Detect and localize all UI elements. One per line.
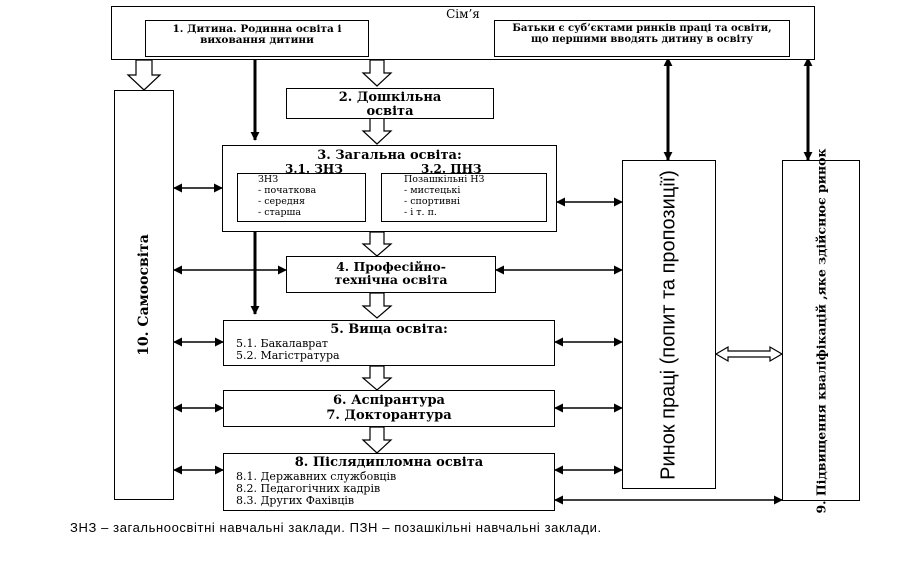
hollow-double-arrow-market-qualification <box>714 345 784 363</box>
self-education-box: 10. Самоосвіта <box>114 90 174 500</box>
labour-market-links <box>495 197 783 505</box>
postdiploma-item-2: 8.3. Других Фахівців <box>236 494 355 507</box>
general-education-title: 3. Загальна освіта: <box>317 148 462 163</box>
znz-item-3: - старша <box>258 207 302 218</box>
znz-item-1: - початкова <box>258 185 317 196</box>
labour-market-box: Ринок праці (попит та пропозиції) <box>622 160 716 489</box>
qualification-box: 9. Підвищення кваліфікацій ,яке здійснює… <box>782 148 860 513</box>
hollow-arrow-preschool-to-general <box>361 116 393 145</box>
child-upbringing-box: 1. Дитина. Родинна освіта і виховання ди… <box>145 20 369 57</box>
parents-label: Батьки є суб’єктами ринків праці та осві… <box>512 23 772 45</box>
vocational-label: 4. Професійно-технічна освіта <box>334 259 448 288</box>
postgraduate-line1: 6. Аспірантура <box>333 393 445 408</box>
znz-item-0: ЗНЗ <box>258 174 279 185</box>
preschool-label: 2. Дошкільна освіта <box>338 90 442 119</box>
znz-item-2: - середня <box>258 196 306 207</box>
pnz-box: Позашкільні НЗ - мистецькі - спортивні -… <box>381 173 547 222</box>
caption: ЗНЗ – загальноосвітні навчальні заклади.… <box>70 520 602 535</box>
higher-item-1: 5.2. Магістратура <box>236 349 340 362</box>
labour-market-label: Ринок праці (попит та пропозиції) <box>657 169 680 480</box>
postdiploma-box: 8. Післядипломна освіта 8.1. Державних с… <box>223 453 555 511</box>
pnz-item-2: - спортивні <box>404 196 460 207</box>
child-upbringing-label: 1. Дитина. Родинна освіта і виховання ди… <box>172 23 342 47</box>
hollow-arrow-postgrad-to-postdiploma <box>361 426 393 454</box>
postgraduate-line2: 7. Докторантура <box>326 408 452 423</box>
hollow-arrow-family-to-preschool <box>361 59 393 87</box>
higher-education-box: 5. Вища освіта: 5.1. Бакалаврат 5.2. Маг… <box>223 320 555 366</box>
znz-box: ЗНЗ - початкова - середня - старша <box>237 173 366 222</box>
pnz-title: 3.2. ПНЗ <box>421 162 482 176</box>
self-education-label: 10. Самоосвіта <box>136 234 152 356</box>
postdiploma-title: 8. Післядипломна освіта <box>294 455 484 470</box>
postdiploma-item-0: 8.1. Державних службовців <box>236 470 397 483</box>
hollow-arrow-higher-to-postgrad <box>361 365 393 391</box>
postdiploma-item-1: 8.2. Педагогічних кадрів <box>236 482 381 495</box>
parents-box: Батьки є суб’єктами ринків праці та осві… <box>494 20 790 57</box>
higher-education-title: 5. Вища освіта: <box>330 322 448 337</box>
hollow-arrow-general-to-vocational <box>361 231 393 257</box>
vocational-box: 4. Професійно-технічна освіта <box>286 256 496 293</box>
pnz-item-0: Позашкільні НЗ <box>404 174 485 185</box>
family-title: Сім’я <box>446 7 480 21</box>
hollow-arrow-vocational-to-higher <box>361 292 393 319</box>
qualification-label: 9. Підвищення кваліфікацій ,яке здійснює… <box>813 147 829 514</box>
hollow-down-arrows <box>126 28 784 454</box>
self-education-links <box>173 183 287 475</box>
pnz-item-3: - і т. п. <box>404 207 437 218</box>
preschool-box: 2. Дошкільна освіта <box>286 88 494 119</box>
znz-title: 3.1. ЗНЗ <box>285 162 343 176</box>
pnz-item-1: - мистецькі <box>404 185 461 196</box>
higher-item-0: 5.1. Бакалаврат <box>236 337 328 350</box>
hollow-arrow-family-to-self <box>126 59 162 91</box>
postgraduate-box: 6. Аспірантура 7. Докторантура <box>223 390 555 427</box>
